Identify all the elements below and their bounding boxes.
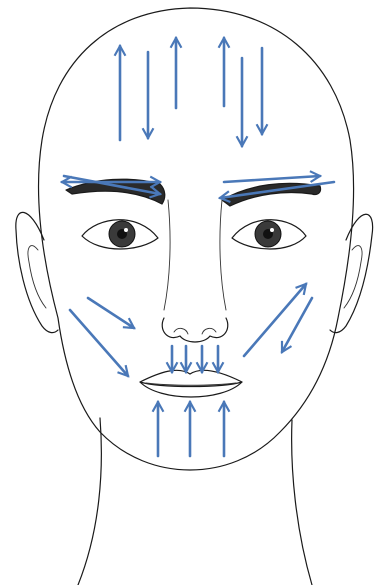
nose-base	[162, 318, 228, 342]
cheeks-arrow-11	[88, 298, 134, 328]
nose-bridge-left	[164, 200, 170, 310]
left-ear	[16, 212, 58, 332]
cheeks-arrow-13	[244, 284, 306, 356]
right-nostril	[202, 328, 216, 334]
brows-arrow-9	[224, 176, 320, 182]
neck-right-line	[292, 420, 312, 585]
left-eye-highlight	[124, 228, 128, 232]
nose-bridge-right	[220, 200, 226, 310]
left-ear-inner	[28, 246, 46, 308]
right-eye-highlight	[270, 228, 274, 232]
left-nostril	[174, 328, 188, 334]
neck-left-line	[78, 418, 101, 585]
